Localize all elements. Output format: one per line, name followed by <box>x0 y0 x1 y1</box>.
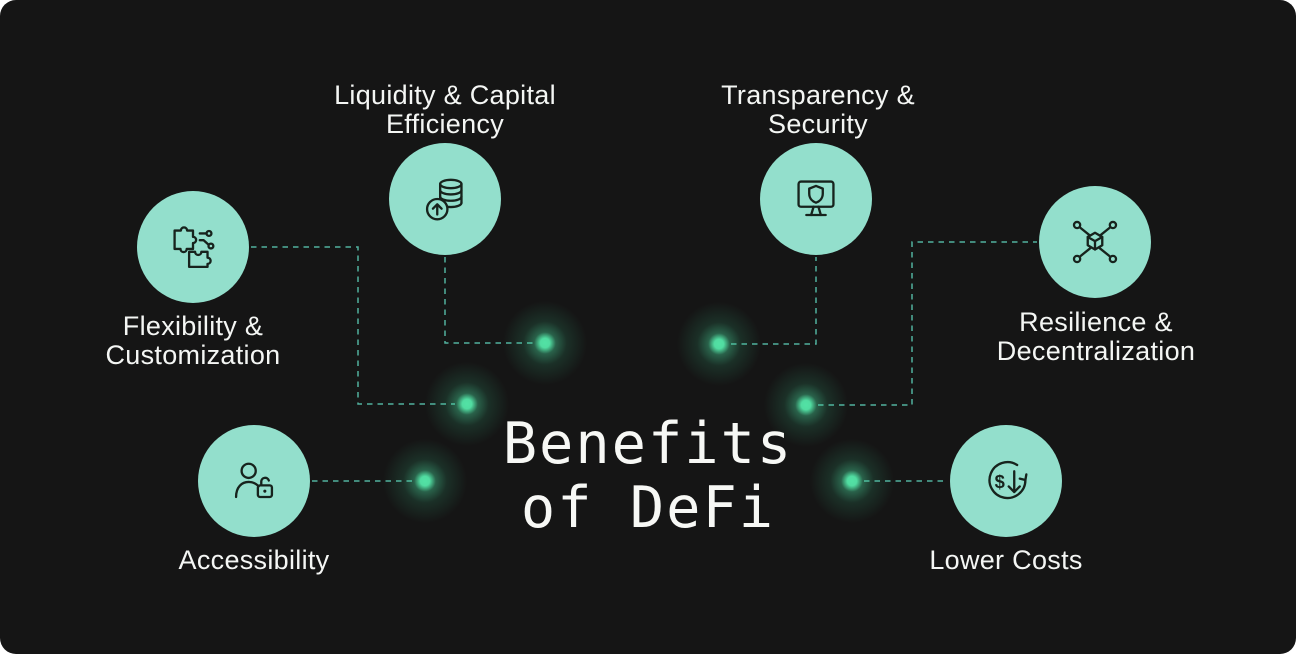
transparency-label: Transparency & Security <box>658 81 978 139</box>
dashed-connector-liquidity <box>444 257 533 344</box>
dollar-glyph: $ <box>995 471 1005 492</box>
label-line: Customization <box>105 340 281 370</box>
monitor-shield-icon <box>797 180 835 217</box>
liquidity-label: Liquidity & Capital Efficiency <box>285 81 605 139</box>
lower-costs-node-circle: $ <box>950 425 1062 537</box>
label-line: Resilience & <box>1019 307 1173 337</box>
label-line: Flexibility & <box>122 311 264 341</box>
title-line: Benefits <box>502 411 794 477</box>
label-line: Lower Costs <box>929 545 1083 575</box>
accessibility-label: Accessibility <box>94 546 414 575</box>
flexibility-label: Flexibility & Customization <box>33 312 353 370</box>
dollar-refund-icon: $ <box>988 461 1028 500</box>
label-line: Accessibility <box>178 545 330 575</box>
glow-dot <box>497 295 593 391</box>
decentralized-network-icon <box>1072 220 1118 264</box>
dashed-connector-transparency <box>731 257 817 345</box>
coins-up-arrow-icon <box>425 178 463 221</box>
label-line: Transparency & <box>721 80 915 110</box>
label-line: Decentralization <box>996 336 1196 366</box>
liquidity-node-circle <box>389 143 501 255</box>
glow-dot <box>671 296 767 392</box>
resilience-node-circle <box>1039 186 1151 298</box>
main-title: Benefits of DeFi <box>0 412 1296 540</box>
lower-costs-label: Lower Costs <box>846 546 1166 575</box>
accessibility-node-circle <box>198 425 310 537</box>
flexibility-node-circle <box>137 191 249 303</box>
resilience-label: Resilience & Decentralization <box>936 308 1256 366</box>
puzzle-circuit-icon <box>173 226 215 269</box>
label-line: Liquidity & Capital <box>334 80 556 110</box>
label-line: Security <box>768 109 868 139</box>
transparency-node-circle <box>760 143 872 255</box>
title-line: of DeFi <box>520 475 776 541</box>
user-lock-icon <box>234 462 274 499</box>
label-line: Efficiency <box>385 109 505 139</box>
